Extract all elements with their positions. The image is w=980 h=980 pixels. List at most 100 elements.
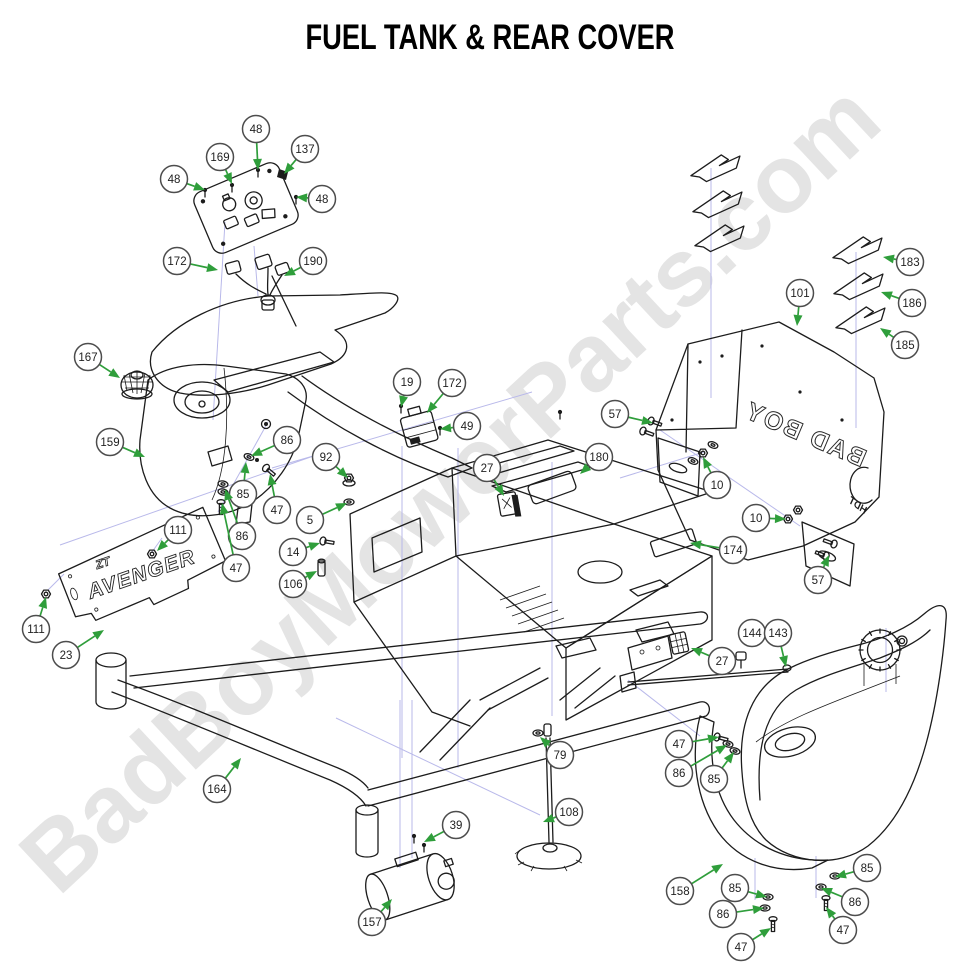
callout-86[interactable]: 86: [251, 425, 302, 457]
callout-circle[interactable]: [73, 342, 103, 372]
callout-180[interactable]: 180: [580, 442, 614, 475]
callout-10[interactable]: 10: [741, 503, 787, 533]
callout-143[interactable]: 143: [763, 618, 793, 668]
callout-circle[interactable]: [298, 246, 328, 276]
callout-23[interactable]: 23: [51, 630, 105, 670]
callout-circle[interactable]: [95, 427, 125, 457]
callout-47[interactable]: 47: [826, 907, 858, 945]
callout-5[interactable]: 5: [295, 503, 348, 535]
callout-circle[interactable]: [262, 495, 292, 525]
callout-86[interactable]: 86: [708, 899, 765, 929]
callout-86[interactable]: 86: [224, 489, 257, 551]
callout-190[interactable]: 190: [284, 246, 328, 277]
callout-circle[interactable]: [763, 618, 793, 648]
callout-183[interactable]: 183: [883, 247, 925, 277]
callout-48[interactable]: 48: [159, 164, 206, 194]
callout-27[interactable]: 27: [691, 646, 737, 676]
callout-48[interactable]: 48: [241, 114, 271, 171]
callout-108[interactable]: 108: [543, 797, 584, 827]
callout-circle[interactable]: [290, 134, 320, 164]
callout-circle[interactable]: [664, 758, 694, 788]
callout-47[interactable]: 47: [664, 729, 720, 759]
callout-circle[interactable]: [726, 932, 756, 962]
callout-circle[interactable]: [441, 810, 471, 840]
callout-137[interactable]: 137: [284, 134, 320, 175]
callout-circle[interactable]: [803, 565, 833, 595]
callout-86[interactable]: 86: [821, 887, 870, 917]
callout-circle[interactable]: [472, 453, 502, 483]
callout-167[interactable]: 167: [73, 342, 121, 379]
callout-circle[interactable]: [890, 330, 920, 360]
callout-48[interactable]: 48: [296, 184, 337, 214]
callout-85[interactable]: 85: [228, 462, 258, 509]
callout-172[interactable]: 172: [162, 246, 219, 276]
callout-circle[interactable]: [852, 853, 882, 883]
callout-circle[interactable]: [452, 411, 482, 441]
callout-circle[interactable]: [664, 729, 694, 759]
callout-157[interactable]: 157: [357, 899, 393, 937]
callout-186[interactable]: 186: [881, 288, 927, 318]
callout-57[interactable]: 57: [600, 399, 654, 429]
callout-circle[interactable]: [295, 505, 325, 535]
callout-circle[interactable]: [665, 876, 695, 906]
callout-circle[interactable]: [699, 764, 729, 794]
callout-circle[interactable]: [718, 535, 748, 565]
callout-circle[interactable]: [741, 503, 771, 533]
callout-circle[interactable]: [840, 887, 870, 917]
callout-85[interactable]: 85: [720, 873, 768, 903]
callout-circle[interactable]: [272, 425, 302, 455]
callout-86[interactable]: 86: [664, 745, 728, 788]
callout-111[interactable]: 111: [157, 515, 193, 552]
callout-circle[interactable]: [554, 797, 584, 827]
callout-circle[interactable]: [205, 142, 235, 172]
callout-circle[interactable]: [785, 278, 815, 308]
callout-47[interactable]: 47: [219, 503, 251, 583]
callout-circle[interactable]: [159, 164, 189, 194]
callout-circle[interactable]: [51, 640, 81, 670]
callout-circle[interactable]: [828, 915, 858, 945]
callout-174[interactable]: 174: [690, 535, 748, 565]
callout-172[interactable]: 172: [427, 368, 467, 414]
callout-circle[interactable]: [392, 367, 422, 397]
callout-circle[interactable]: [278, 569, 308, 599]
callout-circle[interactable]: [307, 184, 337, 214]
callout-circle[interactable]: [311, 442, 341, 472]
callout-circle[interactable]: [545, 740, 575, 770]
callout-circle[interactable]: [437, 368, 467, 398]
callout-circle[interactable]: [895, 247, 925, 277]
callout-49[interactable]: 49: [440, 411, 482, 441]
callout-circle[interactable]: [897, 288, 927, 318]
callout-circle[interactable]: [202, 774, 232, 804]
callout-circle[interactable]: [357, 907, 387, 937]
callout-circle[interactable]: [278, 537, 308, 567]
callout-185[interactable]: 185: [880, 328, 920, 360]
callout-circle[interactable]: [702, 470, 732, 500]
callout-79[interactable]: 79: [540, 737, 575, 770]
callout-39[interactable]: 39: [424, 810, 471, 843]
callout-circle[interactable]: [241, 114, 271, 144]
callout-85[interactable]: 85: [835, 853, 882, 883]
callout-159[interactable]: 159: [95, 427, 146, 458]
callout-circle[interactable]: [600, 399, 630, 429]
callout-47[interactable]: 47: [262, 474, 292, 525]
callout-101[interactable]: 101: [785, 278, 815, 327]
callout-circle[interactable]: [584, 442, 614, 472]
callout-164[interactable]: 164: [202, 758, 242, 804]
callout-158[interactable]: 158: [665, 864, 724, 906]
callout-14[interactable]: 14: [278, 537, 321, 567]
callout-85[interactable]: 85: [699, 752, 735, 794]
callout-circle[interactable]: [221, 553, 251, 583]
callout-circle[interactable]: [162, 246, 192, 276]
callout-106[interactable]: 106: [278, 569, 318, 599]
callout-circle[interactable]: [21, 614, 51, 644]
callout-144[interactable]: 144: [737, 618, 767, 648]
callout-circle[interactable]: [707, 646, 737, 676]
callout-57[interactable]: 57: [803, 555, 833, 595]
callout-circle[interactable]: [708, 899, 738, 929]
callout-10[interactable]: 10: [702, 457, 732, 500]
callout-169[interactable]: 169: [205, 142, 235, 185]
callout-111[interactable]: 111: [21, 597, 51, 644]
callout-27[interactable]: 27: [472, 453, 505, 497]
callout-circle[interactable]: [720, 873, 750, 903]
callout-92[interactable]: 92: [311, 442, 349, 479]
